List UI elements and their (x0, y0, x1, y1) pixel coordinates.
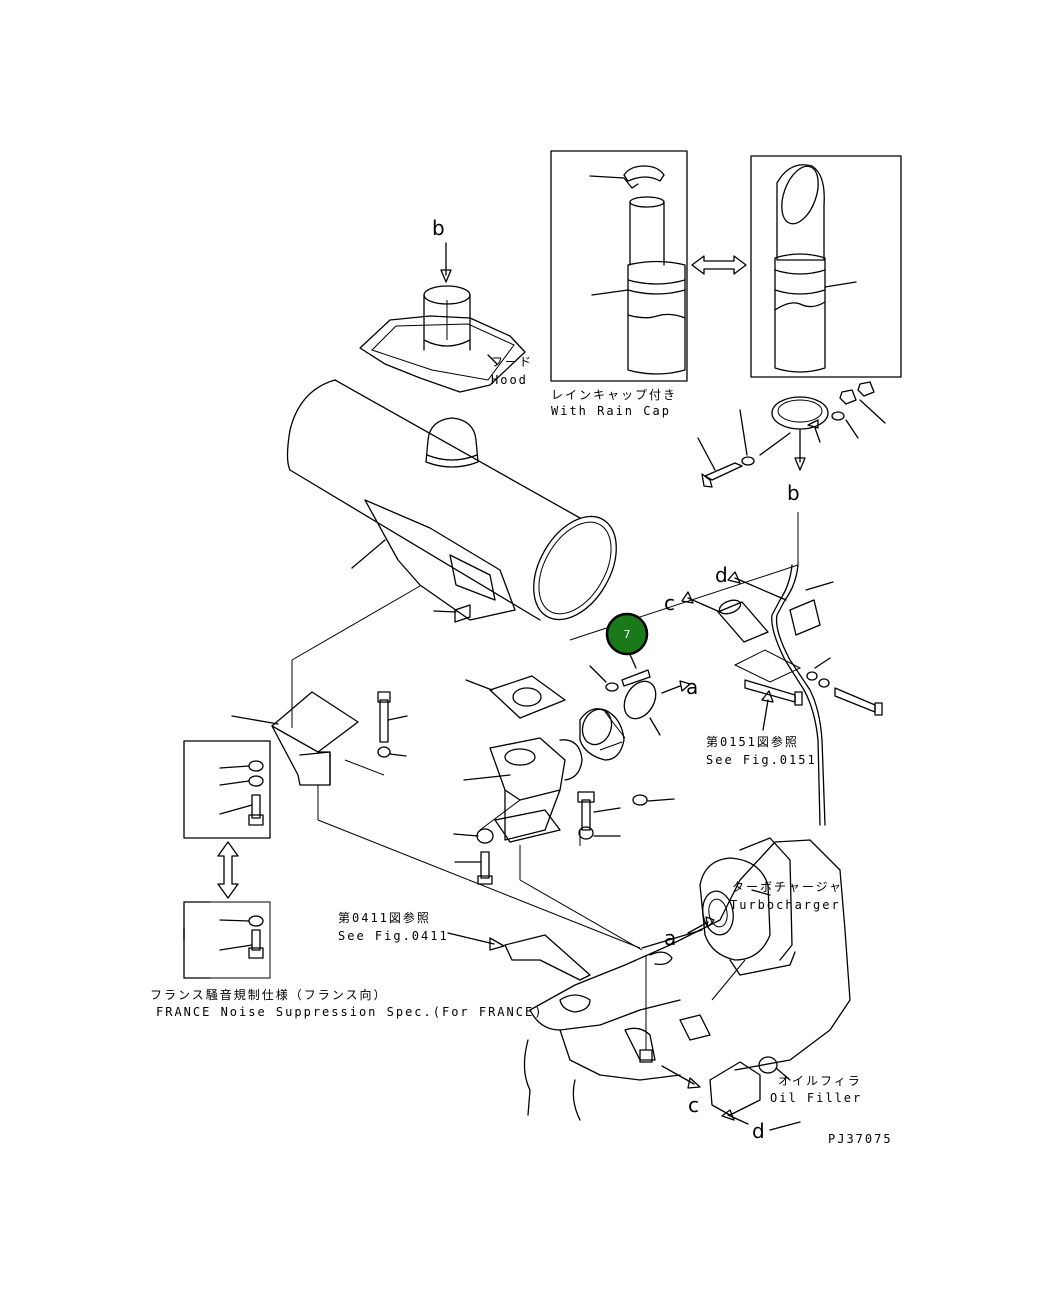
fig0151-label-en: See Fig.0151 (706, 753, 817, 767)
view-letter-d-bottom: d (752, 1119, 765, 1143)
drawing-code: PJ37075 (828, 1132, 893, 1146)
france-label-jp: フランス騒音規制仕様（フランス向） (150, 987, 388, 1002)
view-letter-a-top: a (686, 675, 698, 699)
view-letter-c-top: c (664, 591, 675, 615)
clamp-hardware: b (697, 381, 886, 505)
fig0411-label-jp: 第0411図参照 (338, 910, 431, 925)
hood-label-jp: フード (491, 355, 533, 369)
hood-assembly: b フード Hood (359, 216, 533, 393)
callout-number: 7 (624, 628, 631, 641)
view-letter-b-right: b (787, 481, 800, 505)
left-bracket-group: フランス騒音規制仕様（フランス向） FRANCE Noise Suppressi… (150, 660, 641, 1019)
rain-cap-label-en: With Rain Cap (551, 404, 671, 418)
turbo-label-en: Turbocharger (730, 898, 841, 912)
view-letter-b-top: b (432, 216, 445, 240)
turbo-label-jp: ターボチャージャ (732, 880, 843, 894)
fig0411-label-en: See Fig.0411 (338, 929, 449, 943)
muffler (286, 379, 617, 661)
callout-marker-7[interactable]: 7 (605, 612, 649, 656)
view-letter-a-bottom: a (664, 926, 676, 950)
exhaust-elbow-group: a (453, 649, 698, 951)
engine-block: 第0411図参照 See Fig.0411 ターボチャージャ Turbochar… (338, 837, 893, 1146)
view-letter-c-bottom: c (688, 1093, 699, 1117)
alternative-arrow-icon (691, 255, 747, 275)
oil-filler-label-en: Oil Filler (770, 1091, 862, 1105)
view-letter-d-top: d (715, 563, 728, 587)
angled-pipe-inset (750, 155, 902, 378)
france-label-en: FRANCE Noise Suppression Spec.(For FRANC… (156, 1005, 543, 1019)
pipe-and-rod: d c 第0151図参照 See Fig.0151 (569, 512, 883, 826)
rain-cap-label-jp: レインキャップ付き (551, 388, 677, 402)
oil-filler-label-jp: オイルフィラ (778, 1074, 862, 1088)
fig0151-label-jp: 第0151図参照 (706, 734, 799, 749)
rain-cap-inset: レインキャップ付き With Rain Cap (550, 150, 688, 418)
hood-label-en: Hood (491, 373, 528, 387)
